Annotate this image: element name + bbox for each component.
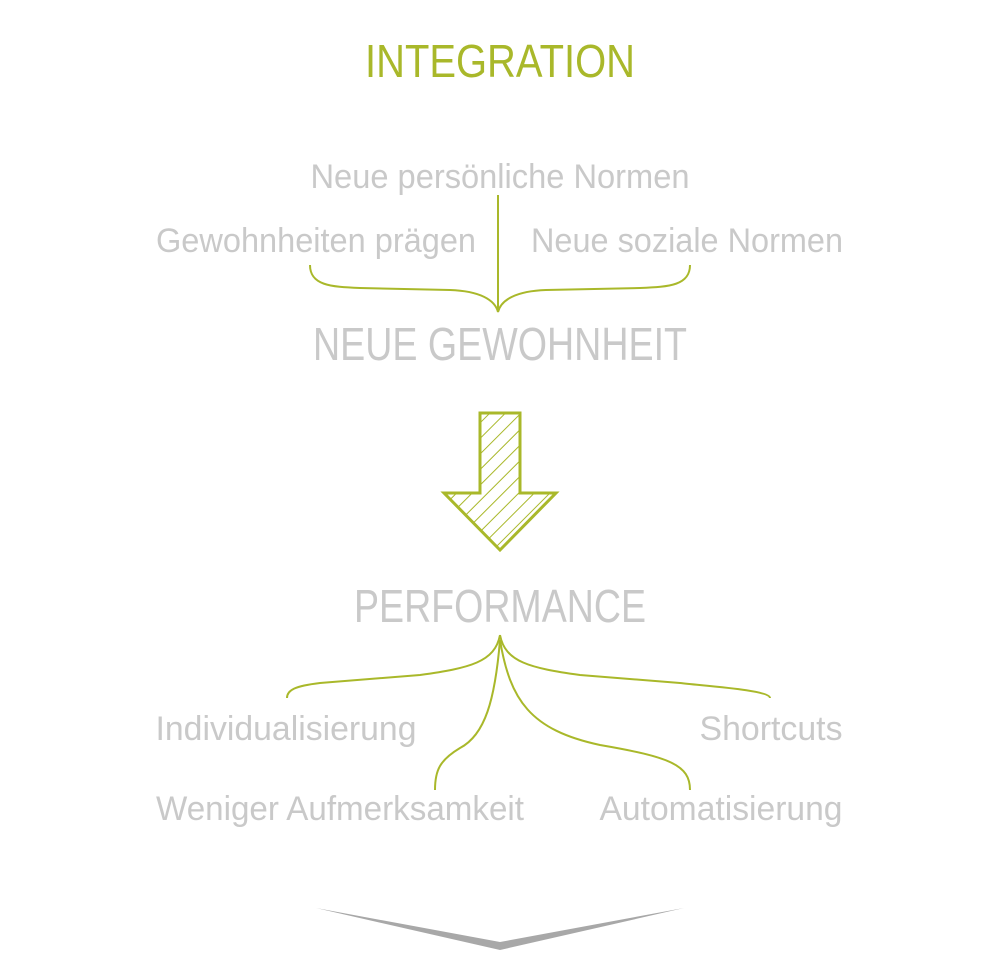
label-individualisierung: Individualisierung	[156, 710, 417, 748]
performance-branch-connectors	[286, 634, 771, 791]
neue-gewohnheit-heading: NEUE GEWOHNHEIT	[313, 318, 687, 370]
top-brace-connector	[309, 195, 691, 313]
diagram-title: INTEGRATION	[365, 35, 635, 87]
down-arrow-icon	[440, 411, 560, 553]
label-gewohnheiten-praegen: Gewohnheiten prägen	[156, 222, 476, 260]
label-weniger-aufmerksamkeit: Weniger Aufmerksamkeit	[156, 790, 525, 828]
performance-heading: PERFORMANCE	[354, 580, 646, 632]
label-shortcuts: Shortcuts	[700, 710, 843, 748]
chevron-down-icon	[316, 908, 684, 950]
label-automatisierung: Automatisierung	[600, 790, 843, 828]
label-neue-persoenliche-normen: Neue persönliche Normen	[311, 158, 690, 196]
label-neue-soziale-normen: Neue soziale Normen	[531, 222, 843, 260]
